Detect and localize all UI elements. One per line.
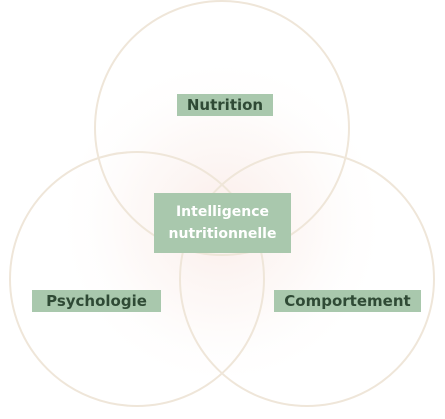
center-label-line2: nutritionnelle [168, 226, 277, 242]
center-label-line1: Intelligence [175, 204, 270, 220]
label-psychologie: Psychologie [32, 290, 161, 312]
label-nutrition: Nutrition [177, 94, 273, 116]
circle-nutrition [94, 0, 350, 256]
circle-psychologie [9, 151, 265, 407]
center-label: Intelligence nutritionnelle [154, 193, 291, 253]
circle-comportement [179, 151, 435, 407]
label-comportement: Comportement [274, 290, 421, 312]
